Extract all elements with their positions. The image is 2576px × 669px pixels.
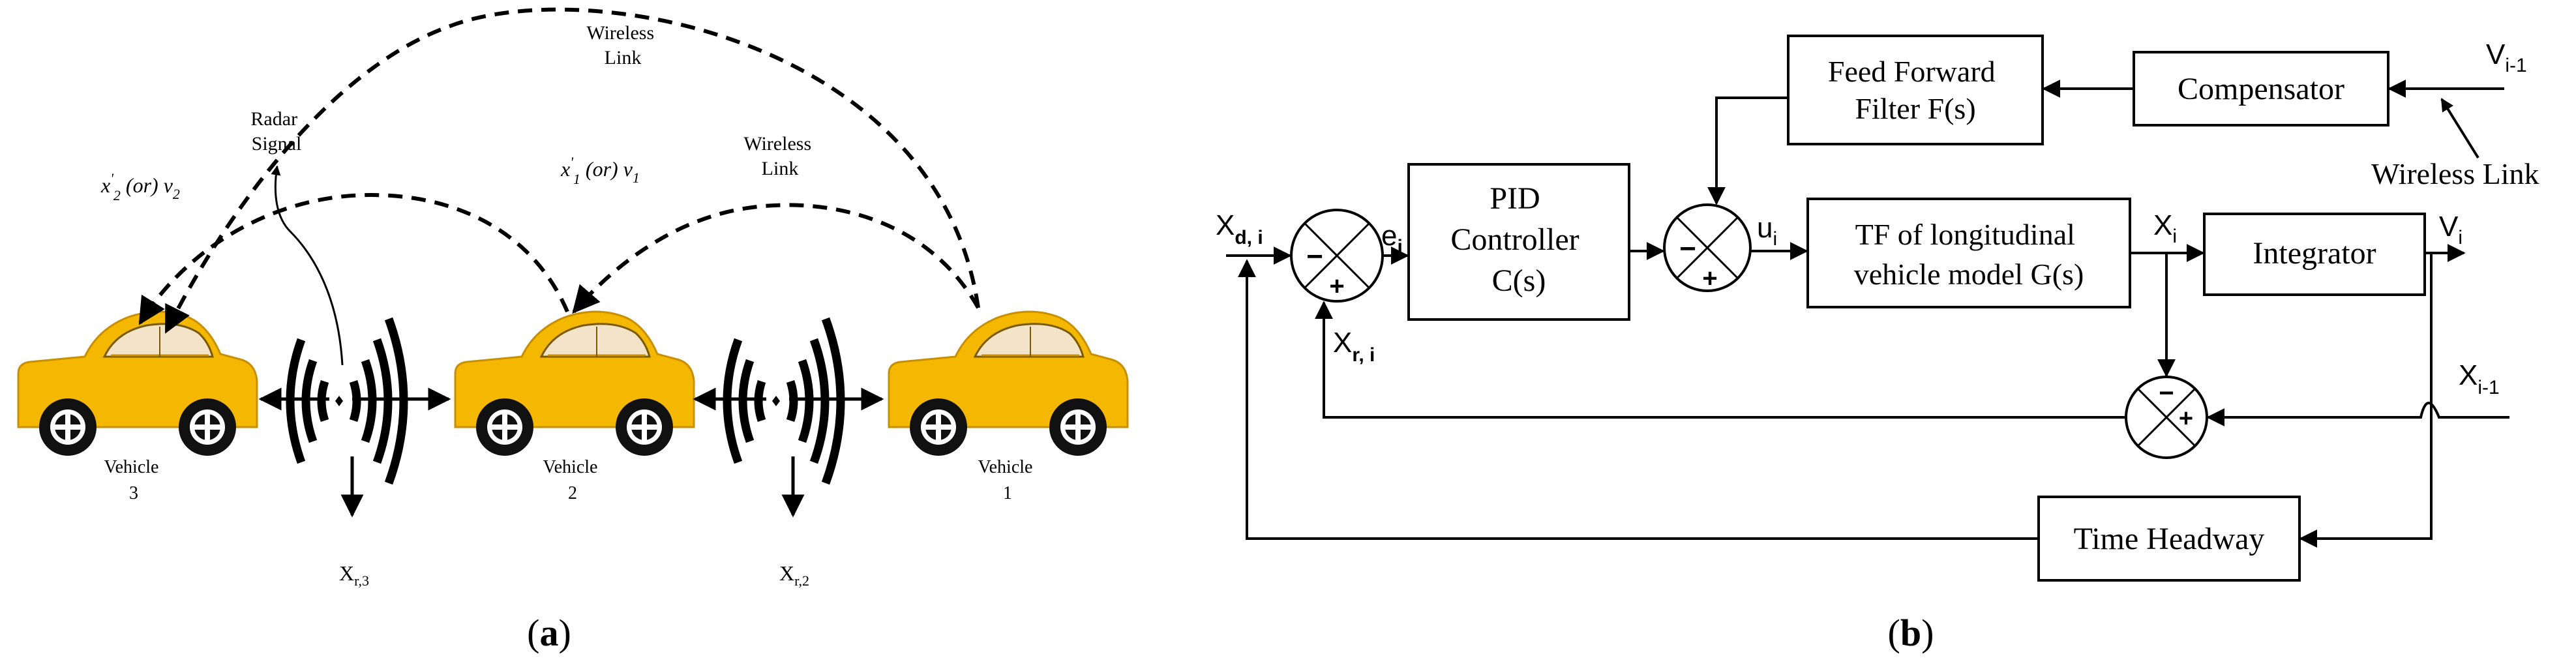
- radar-signal-label: Radar Signal: [250, 108, 302, 155]
- e-i-label: ei: [1381, 220, 1403, 258]
- pid-controller-block: [1407, 163, 1630, 321]
- x-r-i-feedback-arrow: [1315, 301, 2126, 419]
- junction-2-minus-sign: −: [1679, 233, 1696, 265]
- tf-vehicle-model-block: [1806, 198, 2131, 308]
- time-headway-label: Time Headway: [2074, 522, 2265, 556]
- x-i-minus-1-arrow: [2206, 402, 2509, 426]
- wireless-link-arc-top: [164, 7, 980, 334]
- vehicle-1-car-icon: [888, 310, 1129, 457]
- wireless-link-mid-label: Wireless Link: [743, 133, 816, 179]
- junction-3-minus-sign: −: [2159, 379, 2174, 408]
- x-i-label: Xi: [2153, 209, 2177, 247]
- vehicle-2-car-icon: [454, 310, 695, 457]
- junction-2-plus-sign: +: [1702, 264, 1717, 293]
- panel-b-caption: (b): [1888, 612, 1934, 654]
- summing-junction-3: [2125, 376, 2208, 459]
- vehicle-2-label: Vehicle 2: [543, 457, 603, 503]
- radio-wave-icon-left: [290, 319, 404, 483]
- wireless-link-arc-mid: [572, 203, 980, 314]
- radar-signal-line: [271, 165, 344, 366]
- x-d-i-label: Xd, i: [1216, 209, 1263, 248]
- v-i-to-headway-arrow: [2299, 253, 2433, 548]
- tf-model-label: TF of longitudinal vehicle model G(s): [1854, 218, 2084, 291]
- compensator-block: [2133, 51, 2389, 126]
- wireless-link-pointer: [2440, 98, 2479, 159]
- x-i-minus-1-label: Xi-1: [2459, 359, 2500, 398]
- u-i-label: ui: [1757, 212, 1777, 250]
- feed-forward-label: Feed Forward Filter F(s): [1828, 55, 2003, 125]
- vehicle-1-label: Vehicle 1: [978, 457, 1038, 503]
- panel-a-caption: (a): [527, 612, 571, 654]
- xr2-label: Xr,2: [779, 561, 809, 589]
- time-headway-block: [2037, 496, 2301, 582]
- wireless-link-arc-2-3: [138, 193, 569, 325]
- integrator-label: Integrator: [2253, 236, 2376, 271]
- ff-to-junction-arrow: [1707, 97, 1788, 205]
- panel-b: − + − + − +: [1216, 35, 2539, 654]
- feed-forward-filter-block: [1787, 35, 2044, 145]
- junction-1-plus-sign: +: [1329, 272, 1344, 301]
- v-i-minus-1-label: Vi-1: [2486, 38, 2527, 76]
- headway-to-input-arrow: [1238, 259, 2039, 540]
- wireless-link-top-label: Wireless Link: [586, 22, 659, 68]
- v-i-label: Vi: [2439, 211, 2463, 248]
- junction-3-plus-sign: +: [2179, 405, 2193, 432]
- state-label-1: x'1 (or) v1: [560, 154, 640, 187]
- x-r-i-label: Xr, i: [1333, 327, 1375, 366]
- vehicle-3-label: Vehicle 3: [104, 457, 164, 503]
- xr3-label: Xr,3: [339, 561, 369, 589]
- junction-1-minus-sign: −: [1306, 241, 1323, 273]
- vehicle-3-car-icon: [17, 310, 258, 457]
- state-label-2: x'2 (or) v2: [100, 170, 180, 203]
- panel-a: Wireless Link Wireless Link Radar Signal…: [17, 7, 1129, 654]
- radio-wave-icon-right: [727, 319, 841, 483]
- pid-label: PID Controller C(s): [1450, 181, 1587, 298]
- wireless-link-label: Wireless Link: [2371, 157, 2539, 190]
- compensator-label: Compensator: [2178, 72, 2344, 106]
